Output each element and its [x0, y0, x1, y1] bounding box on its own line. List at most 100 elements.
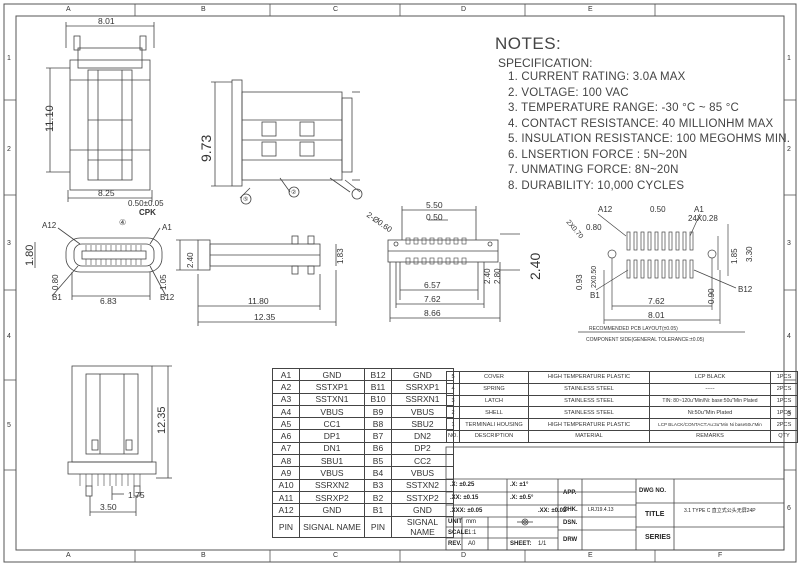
series-label: SERIES [645, 534, 671, 541]
bom-material: HIGH TEMPERATURE PLASTIC [528, 371, 650, 384]
note-item: 3. TEMPERATURE RANGE: -30 °C ~ 85 °C [508, 102, 740, 114]
pin-cell: A3 [272, 392, 300, 406]
note-item: 1. CURRENT RATING: 3.0A MAX [508, 71, 686, 83]
sheet-value: 1/1 [538, 541, 547, 547]
front-050: 0.50 [426, 212, 443, 222]
bom-no: 4 [446, 382, 460, 396]
chk-date: LRJ19.4.13 [588, 507, 614, 513]
front-phi: 2-Ø0.60 [365, 210, 394, 234]
pcb-b12: B12 [738, 285, 753, 294]
signal-cell: VBUS [391, 404, 454, 419]
frame-row-1-right: 1 [787, 55, 791, 62]
signal-cell: SSTXN1 [299, 392, 365, 406]
pin-cell: B11 [364, 380, 392, 394]
pin-cell: A8 [272, 454, 300, 468]
signal-cell: GND [391, 367, 454, 382]
note-item: 4. CONTACT RESISTANCE: 40 MILLIONHM MAX [508, 117, 774, 130]
bom-desc: SPRING [459, 382, 529, 396]
dwg-label: DWG NO. [639, 488, 666, 494]
pin-cell: A1 [272, 367, 300, 382]
sheet-label: SHEET: [510, 541, 532, 547]
bom-material: HIGH TEMPERATURE PLASTIC [528, 418, 650, 431]
signal-cell: DP2 [391, 441, 454, 456]
frame-col-f-bottom: F [718, 552, 723, 559]
header-cell: SIGNAL NAME [299, 515, 365, 538]
frame-row-5: 5 [7, 422, 11, 429]
front-240a: 2.40 [483, 268, 492, 284]
header-cell: QTY [770, 429, 798, 443]
note-item: 8. DURABILITY: 10,000 CYCLES [508, 179, 685, 192]
bom-no: 5 [446, 371, 460, 384]
dsn-label: DSN. [563, 520, 578, 526]
frame-col-d: D [461, 6, 467, 13]
frame-row-6-right: 6 [787, 505, 791, 512]
side2-183: 1.83 [336, 248, 345, 264]
rev-value: A0 [468, 541, 476, 547]
bom-qty: 1PCS [770, 371, 798, 384]
face-view [34, 227, 167, 300]
signal-cell: VBUS [299, 466, 365, 480]
bom-qty: 1PCS [770, 406, 798, 420]
dim-side-height: 9.73 [198, 135, 214, 162]
frame-col-a: A [66, 6, 71, 13]
pcb-2x070: 2X0.70 [564, 219, 584, 241]
pin-cell: B1 [364, 503, 392, 517]
bottom-350: 3.50 [100, 502, 117, 512]
pcb-layout [578, 213, 745, 333]
front-866: 8.66 [424, 308, 441, 318]
pin-cell: A6 [272, 429, 300, 443]
signal-cell: DP1 [299, 429, 365, 443]
callout-4: ④ [119, 218, 126, 227]
front-view [387, 206, 520, 322]
signal-cell: SBU2 [391, 417, 454, 431]
pin-cell: A7 [272, 441, 300, 456]
angle-x: .X: ±1° [510, 482, 529, 488]
front-240b: 2.40 [527, 253, 543, 280]
frame-row-3-right: 3 [787, 240, 791, 247]
bom-desc: LATCH [459, 394, 529, 408]
bom-remarks: Ni:50u"Min Plated [649, 406, 771, 420]
note-item: 7. UNMATING FORCE: 8N~20N [508, 164, 679, 176]
bottom-view [67, 365, 172, 516]
chk-label: CHK. [563, 507, 578, 513]
bottom-175: 1.75 [128, 490, 145, 500]
header-cell: PIN [272, 515, 300, 538]
top-view [46, 22, 155, 202]
side-view [211, 79, 363, 205]
bom-qty: 2PCS [770, 382, 798, 396]
tol-x: .X: ±0.25 [450, 482, 475, 488]
pin-cell: A11 [272, 490, 300, 505]
bom-remarks: ----- [649, 382, 771, 396]
signal-cell: SSRXP1 [391, 380, 454, 394]
bom-remarks: TIN: 80~120u"Min/Ni: base:50u"Min Plated [649, 394, 771, 408]
dim-top-height: 11.10 [44, 105, 56, 132]
frame-col-b: B [201, 6, 206, 13]
pcb-note-2: COMPONENT SIDE(GENERAL TOLERANCE:±0.05) [586, 337, 704, 343]
callout-5: ⑤ [243, 196, 248, 203]
pin-cell: B4 [364, 466, 392, 480]
signal-cell: DN2 [391, 429, 454, 443]
pcb-050: 0.50 [650, 205, 666, 214]
bom-remarks: LCP BLACK [649, 371, 771, 384]
pin-cell: A5 [272, 417, 300, 431]
pin-cell: B8 [364, 417, 392, 431]
bom-material: STAINLESS STEEL [528, 382, 650, 396]
drw-label: DRW [563, 537, 578, 543]
frame-row-3: 3 [7, 240, 11, 247]
dim-top-base: 8.25 [98, 188, 115, 198]
frame-col-e-bottom: E [588, 552, 593, 559]
signal-cell: SBU1 [299, 454, 365, 468]
signal-cell: GND [299, 367, 365, 382]
front-280: 2.80 [493, 268, 502, 284]
